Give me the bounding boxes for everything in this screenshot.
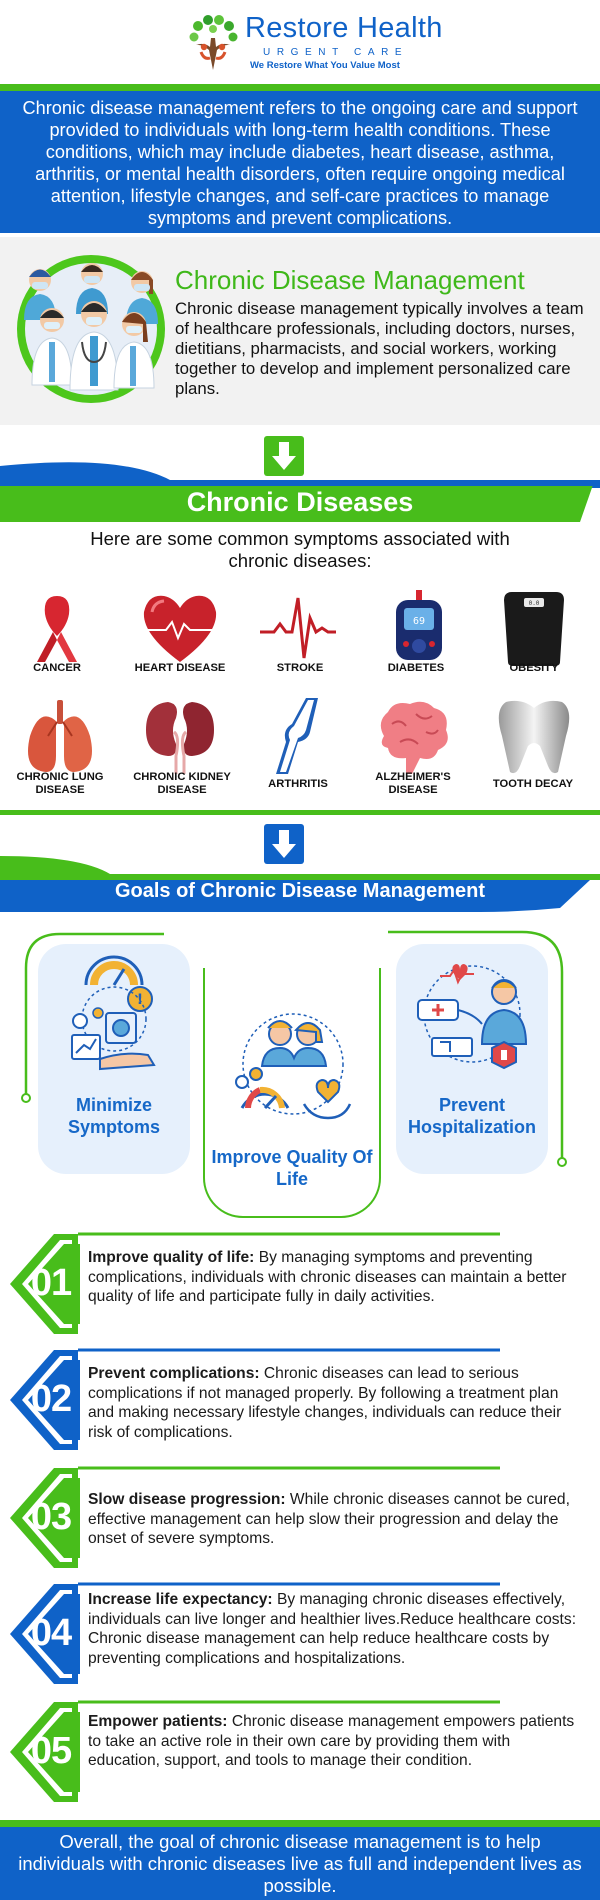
disease-label: STROKE — [276, 662, 324, 674]
number-04: 04 — [30, 1612, 72, 1654]
goal-card-quality — [203, 968, 381, 1218]
goal-frame — [21, 932, 164, 1103]
number-02: 02 — [30, 1378, 72, 1420]
svg-text:0.0: 0.0 — [529, 600, 540, 607]
numbered-body: Chronic disease management empowers pati… — [88, 1713, 575, 1769]
numbered-lead: Empower patients: — [88, 1713, 228, 1730]
ribbon-icon — [37, 596, 77, 662]
kidneys-icon — [146, 702, 214, 774]
disease-label: ALZHEIMER'S DISEASE — [375, 771, 451, 796]
divider — [0, 810, 600, 815]
tree-logo-icon — [189, 15, 238, 70]
numbered-lead: Increase life expectancy: — [88, 1591, 273, 1608]
number-badge-04 — [10, 1582, 500, 1684]
chronic-diseases-banner — [0, 462, 600, 522]
brand-name: Restore Health — [245, 12, 443, 44]
ecg-icon — [260, 597, 336, 659]
goal-label: Prevent Hospitalization — [407, 1095, 536, 1137]
numbered-lead: Improve quality of life: — [88, 1249, 255, 1266]
heart-icon — [143, 595, 217, 662]
number-01: 01 — [30, 1262, 72, 1304]
numbered-lead: Prevent complications: — [88, 1365, 260, 1382]
numbered-text-04: Increase life expectancy: By managing ch… — [88, 1590, 584, 1668]
disease-label: CHRONIC KIDNEY DISEASE — [133, 771, 231, 796]
header — [0, 0, 600, 84]
numbered-body: While chronic diseases cannot be cured, … — [88, 1491, 570, 1547]
intro-banner — [0, 91, 600, 233]
disease-label: CANCER — [33, 662, 81, 674]
disease-label: ARTHRITIS — [268, 778, 328, 790]
goals-title: Goals of Chronic Disease Management — [114, 880, 486, 902]
goal-label: Minimize Symptoms — [67, 1095, 161, 1137]
scale-icon: 0.0 — [504, 592, 564, 666]
chronic-diseases-title: Chronic Diseases — [186, 487, 414, 517]
intro-text: Chronic disease management refers to the… — [22, 98, 578, 228]
numbered-body: By managing chronic diseases effectively… — [88, 1591, 577, 1667]
goal-frame — [388, 930, 567, 1167]
healthcare-team-icon — [24, 263, 158, 391]
brand-tagline: We Restore What You Value Most — [250, 60, 400, 71]
number-badge-03 — [10, 1466, 500, 1568]
numbered-text-05: Empower patients: Chronic disease manage… — [88, 1712, 584, 1771]
down-arrow-box — [264, 824, 304, 864]
tooth-icon — [498, 700, 570, 774]
svg-text:69: 69 — [413, 616, 425, 627]
number-05: 05 — [30, 1730, 72, 1772]
goals-banner — [0, 856, 600, 912]
symptoms-icon: ! — [71, 955, 156, 1071]
arrow-down-icon — [272, 830, 296, 858]
numbered-lead: Slow disease progression: — [88, 1491, 286, 1508]
knee-icon — [276, 698, 318, 774]
number-badge-01 — [10, 1232, 500, 1334]
numbered-text-03: Slow disease progression: While chronic … — [88, 1490, 584, 1549]
hospital-icon — [417, 964, 528, 1070]
disease-label: OBESITY — [509, 662, 559, 674]
brain-icon — [380, 701, 448, 774]
cdm-text: Chronic disease management typically inv… — [175, 299, 584, 398]
disease-label: TOOTH DECAY — [492, 778, 574, 790]
footer-banner — [0, 1827, 600, 1900]
cdm-title: Chronic Disease Management — [175, 265, 525, 295]
disease-label: HEART DISEASE — [134, 662, 226, 674]
numbered-body: By managing symptoms and preventing comp… — [88, 1249, 567, 1305]
number-03: 03 — [30, 1496, 72, 1538]
lungs-icon — [28, 700, 92, 772]
down-arrow-box — [264, 436, 304, 476]
arrow-down-icon — [272, 442, 296, 470]
number-badge-05 — [10, 1700, 500, 1802]
disease-label: CHRONIC LUNG DISEASE — [16, 771, 104, 796]
divider — [0, 84, 600, 91]
number-badge-02 — [10, 1348, 500, 1450]
numbered-text-02: Prevent complications: Chronic diseases … — [88, 1364, 584, 1442]
brand-subtitle: URGENT CARE — [263, 47, 409, 58]
glucometer-icon: 69 — [396, 590, 442, 660]
goal-card-hospitalization — [396, 944, 548, 1174]
divider — [0, 1820, 600, 1827]
footer-text: Overall, the goal of chronic disease man… — [18, 1831, 582, 1896]
chronic-diseases-subtitle: Here are some common symptoms associated… — [90, 528, 510, 571]
disease-label: DIABETES — [387, 662, 445, 674]
quality-of-life-icon — [235, 1013, 352, 1120]
numbered-body: Chronic diseases can lead to serious com… — [88, 1365, 562, 1441]
goal-label: Improve Quality Of Life — [211, 1147, 373, 1189]
numbered-text-01: Improve quality of life: By managing sym… — [88, 1248, 584, 1307]
